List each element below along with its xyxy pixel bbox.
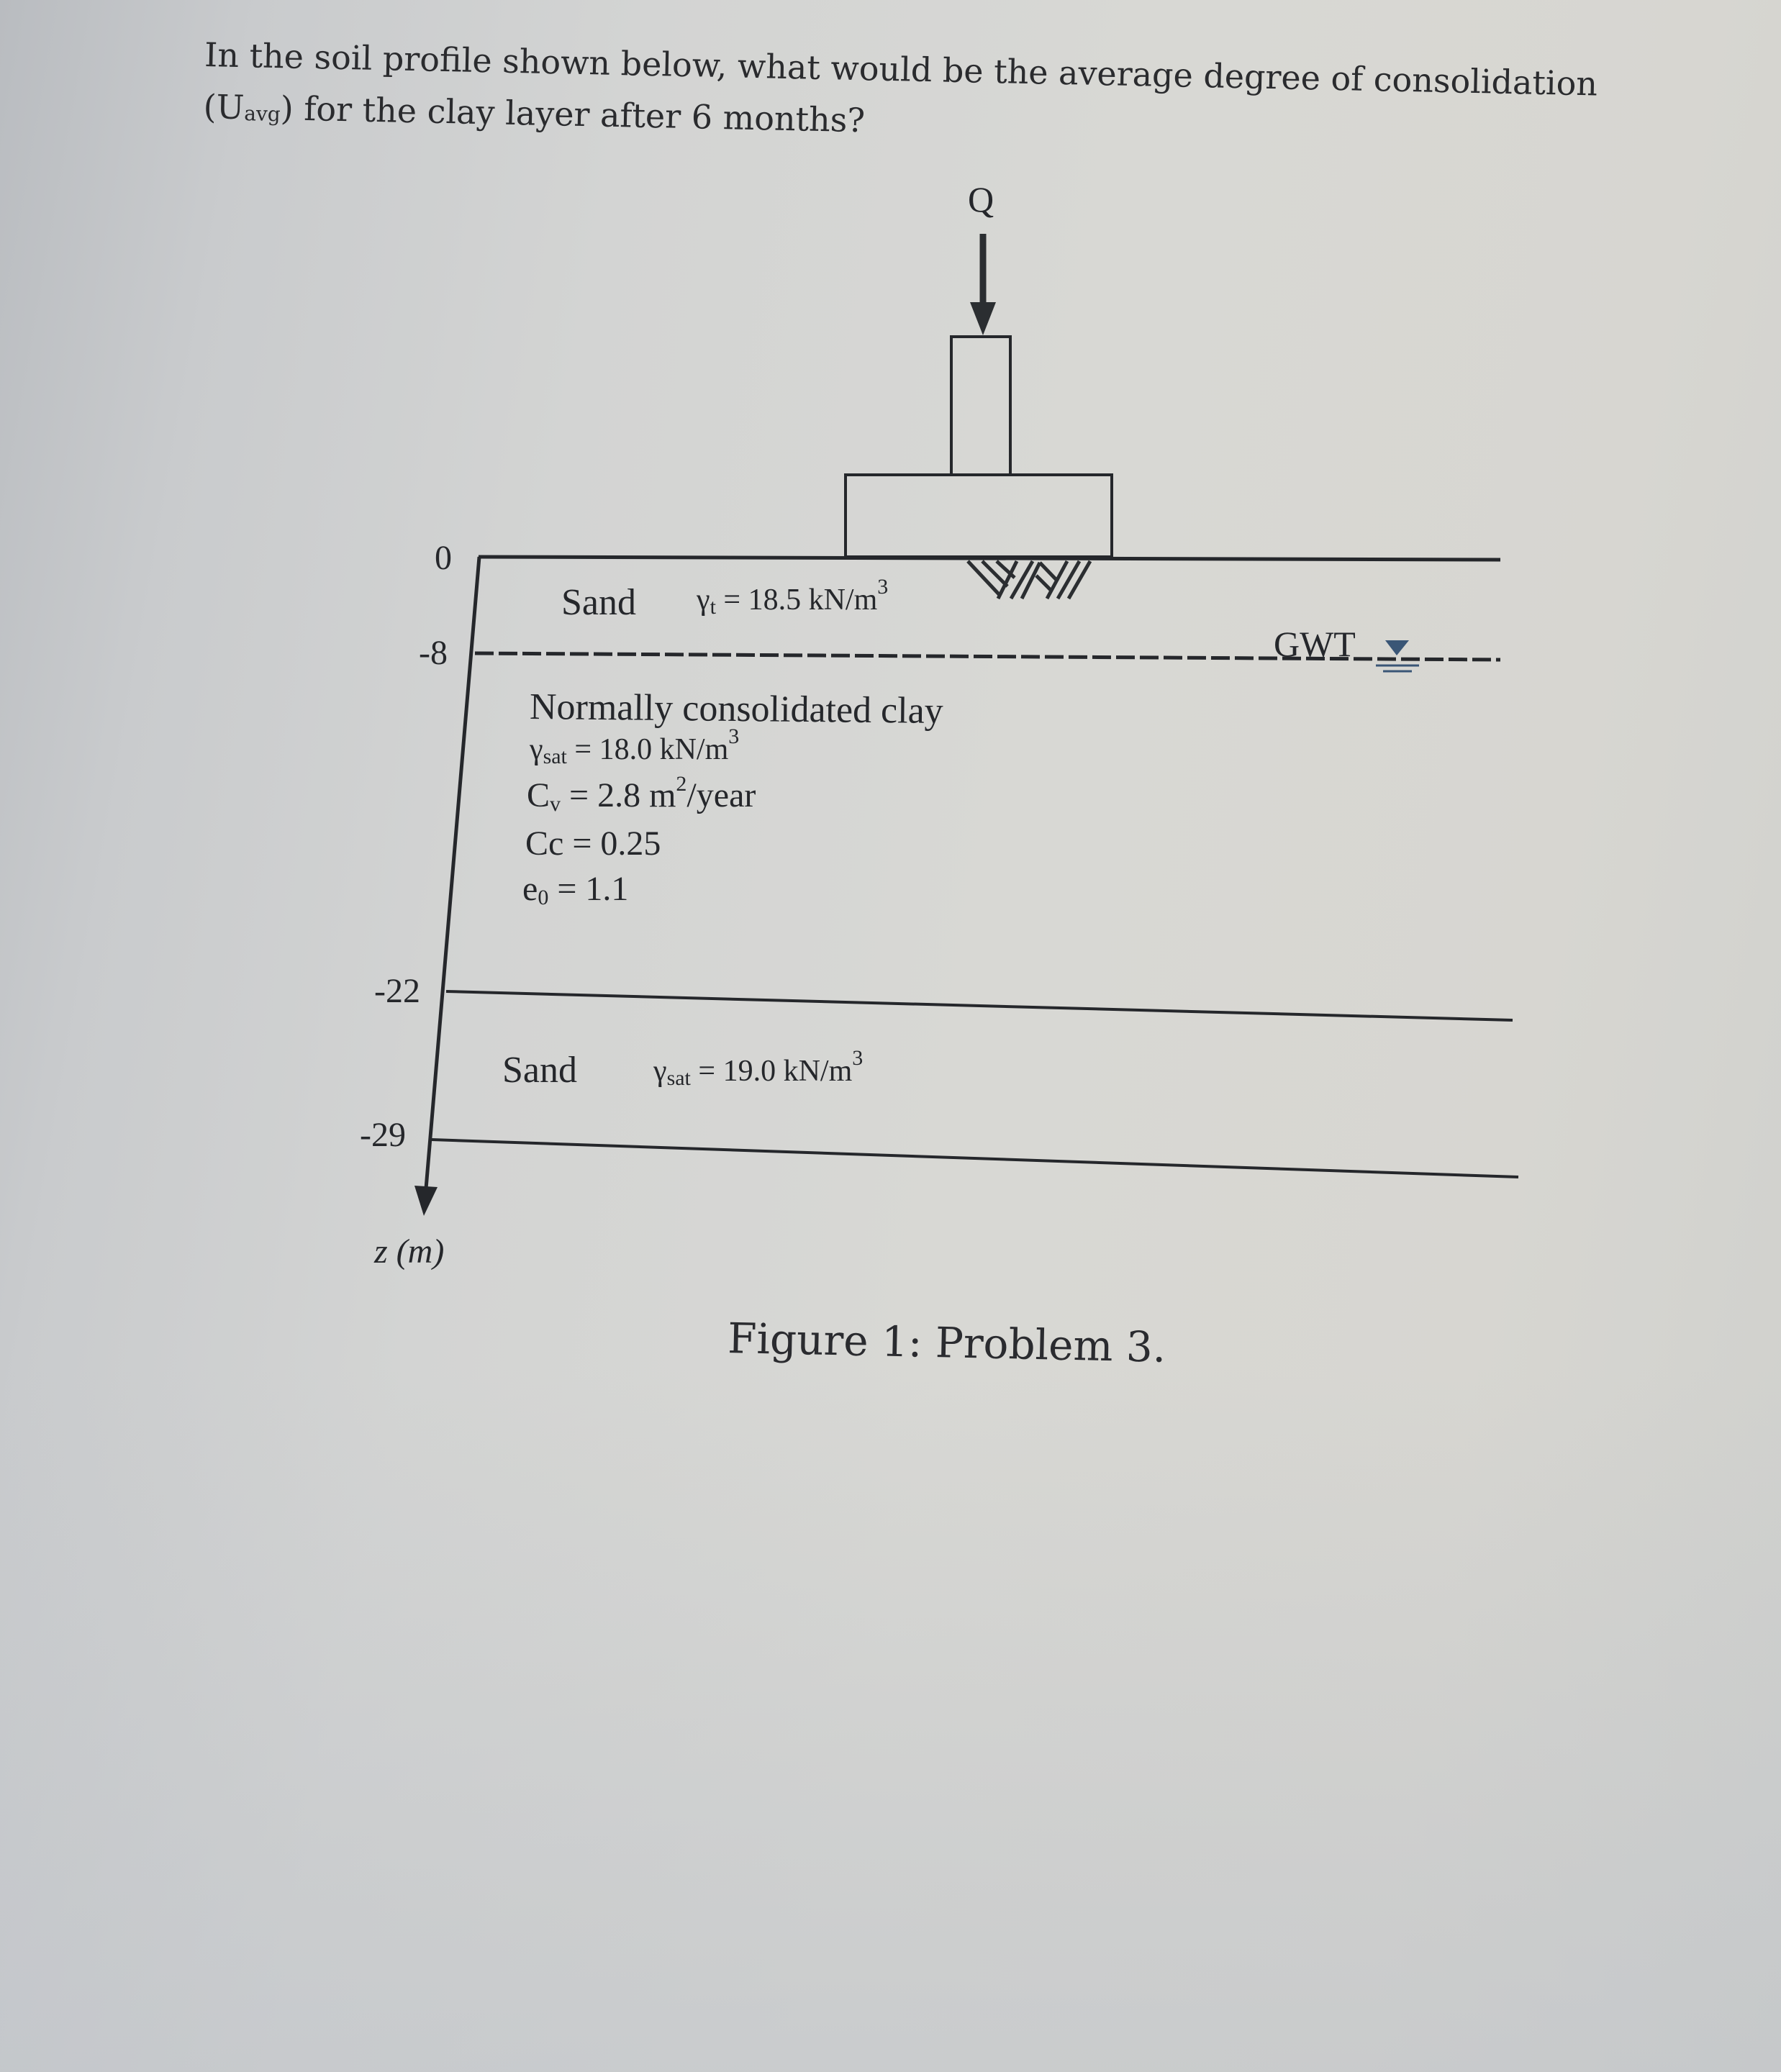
gamma-subscript: sat [666, 1066, 691, 1090]
e0-subscript: 0 [538, 886, 549, 909]
cv-superscript: 2 [676, 772, 687, 796]
depth-label-minus-29: -29 [360, 1116, 406, 1154]
gamma-symbol: γ [653, 1055, 667, 1088]
cv-subscript: v [550, 792, 561, 816]
cv-value: = 2.8 m [561, 776, 676, 814]
gamma-value: = 18.0 kN/m [566, 733, 729, 766]
gamma-symbol: γ [530, 733, 543, 766]
gamma-subscript: t [710, 595, 716, 619]
ground-surface-line [478, 555, 1501, 562]
water-table-icon [1376, 640, 1419, 673]
sand-bottom-line [431, 1138, 1519, 1178]
e0-symbol: e [522, 870, 538, 908]
figure-caption: Figure 1: Problem 3. [727, 1314, 1166, 1372]
top-sand-unit-weight: γt = 18.5 kN/m3 [697, 576, 888, 619]
bottom-sand-unit-weight: γsat = 19.0 kN/m3 [653, 1048, 863, 1091]
clay-unit-weight: γsat = 18.0 kN/m3 [530, 726, 739, 769]
cv-unit: /year [686, 776, 756, 814]
axis-label-z: z (m) [374, 1232, 444, 1271]
gwt-line [474, 651, 1501, 662]
depth-axis [414, 556, 481, 1216]
clay-cv: Cv = 2.8 m2/year [527, 773, 756, 817]
gwt-label: GWT [1274, 624, 1356, 664]
gamma-value: = 18.5 kN/m [715, 583, 878, 617]
depth-label-0: 0 [435, 539, 452, 577]
clay-cc: Cc = 0.25 [525, 824, 661, 863]
gamma-subscript: sat [543, 745, 567, 768]
load-arrow-icon [970, 234, 996, 335]
footing-column [950, 335, 1012, 476]
depth-label-minus-22: -22 [374, 972, 420, 1010]
gamma-value: = 19.0 kN/m [690, 1055, 853, 1088]
gamma-superscript: 3 [728, 724, 740, 748]
axis-label-z-text: z (m) [374, 1232, 445, 1271]
e0-value: = 1.1 [548, 870, 629, 908]
ground-hatch-icon [966, 560, 1092, 600]
depth-label-minus-8: -8 [419, 634, 448, 672]
footing-base [844, 473, 1113, 558]
gamma-symbol: γ [697, 583, 710, 617]
top-sand-name: Sand [561, 582, 636, 623]
clay-e0: e0 = 1.1 [522, 869, 628, 910]
gamma-superscript: 3 [877, 575, 889, 599]
cv-symbol: C [527, 776, 550, 814]
gamma-superscript: 3 [852, 1046, 864, 1070]
clay-bottom-line [445, 990, 1513, 1022]
bottom-sand-name: Sand [502, 1050, 577, 1091]
load-label-q: Q [968, 179, 994, 219]
